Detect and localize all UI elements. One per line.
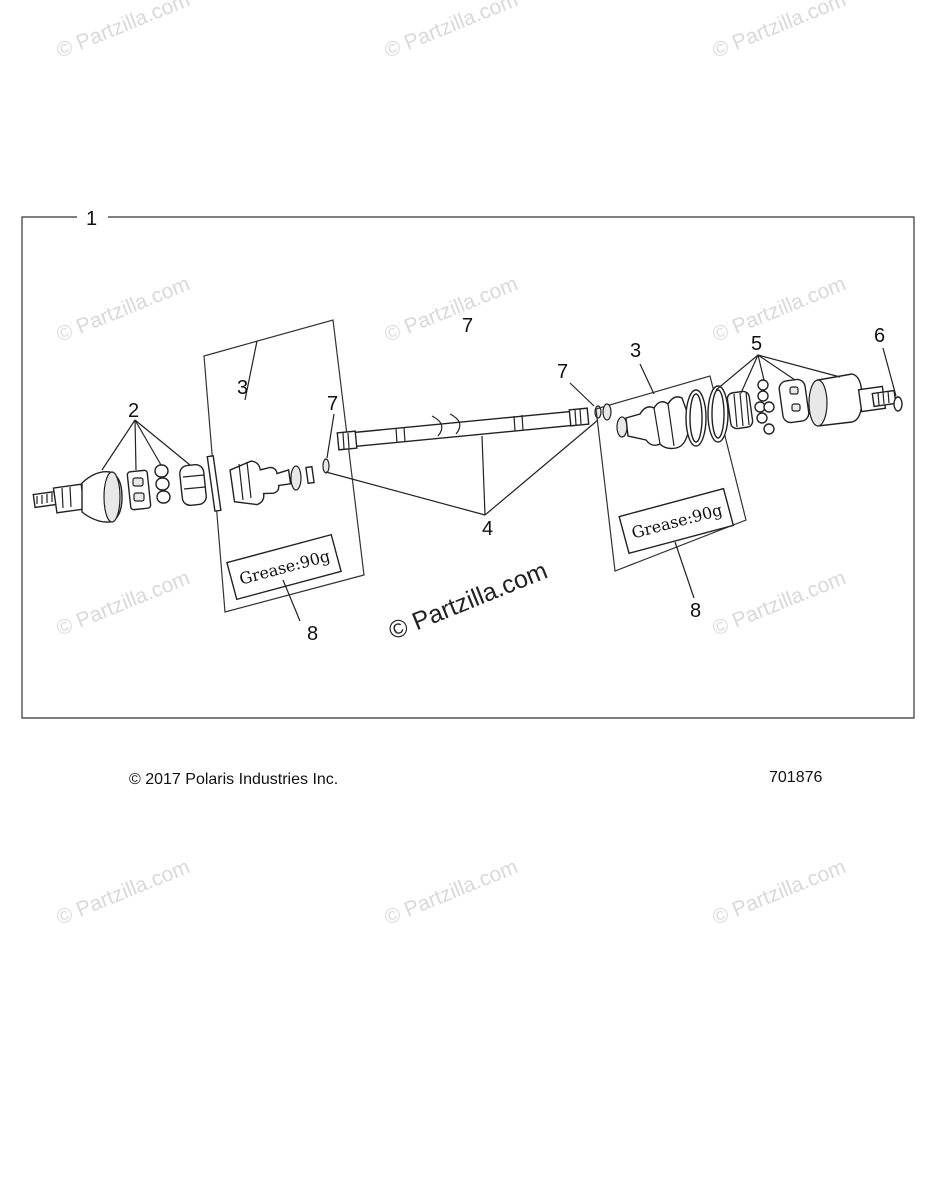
outer-cv-joint[interactable]	[32, 471, 123, 523]
watermark: © Partzilla.com	[709, 272, 849, 346]
leader-4	[325, 471, 486, 516]
boot-left[interactable]	[206, 455, 315, 512]
axle-shaft[interactable]	[336, 407, 590, 451]
callout-7-center[interactable]: 7	[462, 315, 473, 337]
inner-cv-housing[interactable]	[808, 373, 897, 427]
grease-tag-left: Grease:90g	[226, 533, 342, 601]
drawing-number: 701876	[769, 769, 823, 786]
boot-kit-box-left	[203, 319, 365, 613]
callout-7-right[interactable]: 7	[557, 361, 568, 383]
watermark: © Partzilla.com	[709, 566, 849, 640]
callout-3-left[interactable]: 3	[237, 377, 248, 399]
watermark: © Partzilla.com	[53, 855, 193, 929]
callout-5[interactable]: 5	[751, 333, 762, 355]
boot-right[interactable]	[602, 389, 707, 450]
snap-ring[interactable]	[893, 396, 903, 412]
callout-8-left[interactable]: 8	[307, 623, 318, 645]
boot-kit-box-right	[595, 375, 747, 572]
callout-4[interactable]: 4	[482, 518, 493, 540]
outer-joint-balls[interactable]	[154, 464, 171, 504]
leader-2	[101, 419, 136, 471]
watermark: © Partzilla.com	[709, 855, 849, 929]
inner-joint-balls[interactable]	[754, 379, 775, 435]
outer-joint-inner-race[interactable]	[179, 463, 207, 507]
callout-6[interactable]: 6	[874, 325, 885, 347]
grease-tag-right: Grease:90g	[618, 487, 735, 555]
assembly-frame	[21, 216, 915, 719]
watermark: © Partzilla.com	[53, 272, 193, 346]
watermark: © Partzilla.com	[709, 0, 849, 63]
callout-7-left[interactable]: 7	[327, 393, 338, 415]
copyright-notice: © 2017 Polaris Industries Inc.	[129, 771, 339, 788]
watermark-layer: © Partzilla.com © Partzilla.com © Partzi…	[53, 0, 849, 930]
watermark: © Partzilla.com	[381, 272, 521, 346]
watermark: © Partzilla.com	[381, 0, 521, 63]
callout-1[interactable]: 1	[86, 208, 97, 230]
outer-joint-cage[interactable]	[126, 469, 152, 511]
callout-2[interactable]: 2	[128, 400, 139, 422]
clip-left[interactable]	[322, 458, 330, 474]
watermark: © Partzilla.com	[381, 855, 521, 929]
inner-joint-bearing[interactable]	[726, 390, 754, 430]
leader-5	[715, 354, 759, 391]
callout-8-right[interactable]: 8	[690, 600, 701, 622]
watermark: © Partzilla.com	[53, 0, 193, 63]
inner-joint-spider[interactable]	[778, 378, 810, 424]
watermark: © Partzilla.com	[53, 566, 193, 640]
watermark-center: © Partzilla.com	[385, 556, 552, 645]
callout-3-right[interactable]: 3	[630, 340, 641, 362]
